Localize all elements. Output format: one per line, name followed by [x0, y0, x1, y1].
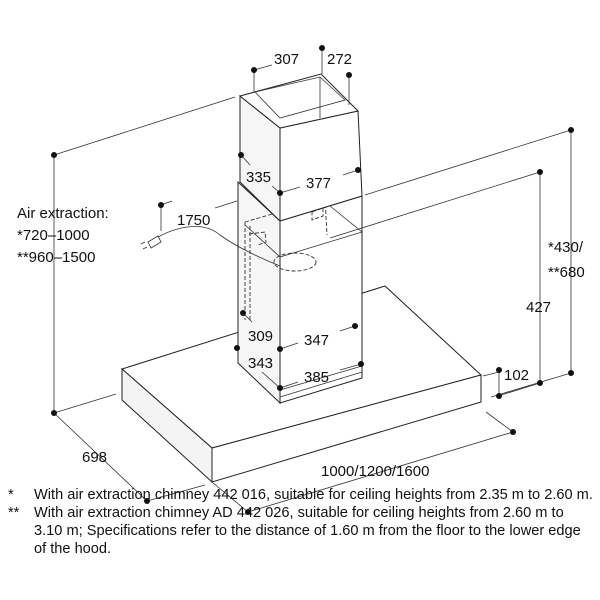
dim-102: 102	[504, 367, 529, 384]
dim-272: 272	[327, 51, 352, 68]
upper-chimney	[238, 73, 363, 223]
dim-680: **680	[548, 264, 585, 281]
dim-698: 698	[82, 449, 107, 466]
footnote-2: ** With air extraction chimney AD 442 02…	[8, 504, 593, 558]
dim-343: 343	[248, 355, 273, 372]
dim-385: 385	[304, 369, 329, 386]
dim-1750: 1750	[177, 212, 210, 229]
dim-309: 309	[248, 328, 273, 345]
dim-430: *430/	[548, 239, 584, 256]
dim-427: 427	[526, 299, 551, 316]
dimension-lines	[53, 48, 572, 513]
dimension-dots	[51, 45, 574, 515]
dim-347: 347	[304, 332, 329, 349]
footnote-marker: *	[8, 487, 14, 503]
dim-377: 377	[306, 175, 331, 192]
power-cable	[140, 226, 281, 267]
footnote-marker: **	[8, 505, 20, 521]
dim-hood-width: 1000/1200/1600	[321, 463, 429, 480]
footnote-1: * With air extraction chimney 442 016, s…	[8, 486, 593, 504]
footnotes: * With air extraction chimney 442 016, s…	[8, 486, 593, 558]
footnote-text: With air extraction chimney 442 016, sui…	[34, 487, 593, 503]
dim-307: 307	[274, 51, 299, 68]
air-extraction-option-1: *720–1000	[17, 227, 90, 244]
air-extraction-option-2: **960–1500	[17, 249, 95, 266]
footnote-text: With air extraction chimney AD 442 026, …	[34, 505, 581, 557]
dim-335: 335	[246, 169, 271, 186]
air-extraction-title: Air extraction:	[17, 205, 109, 222]
